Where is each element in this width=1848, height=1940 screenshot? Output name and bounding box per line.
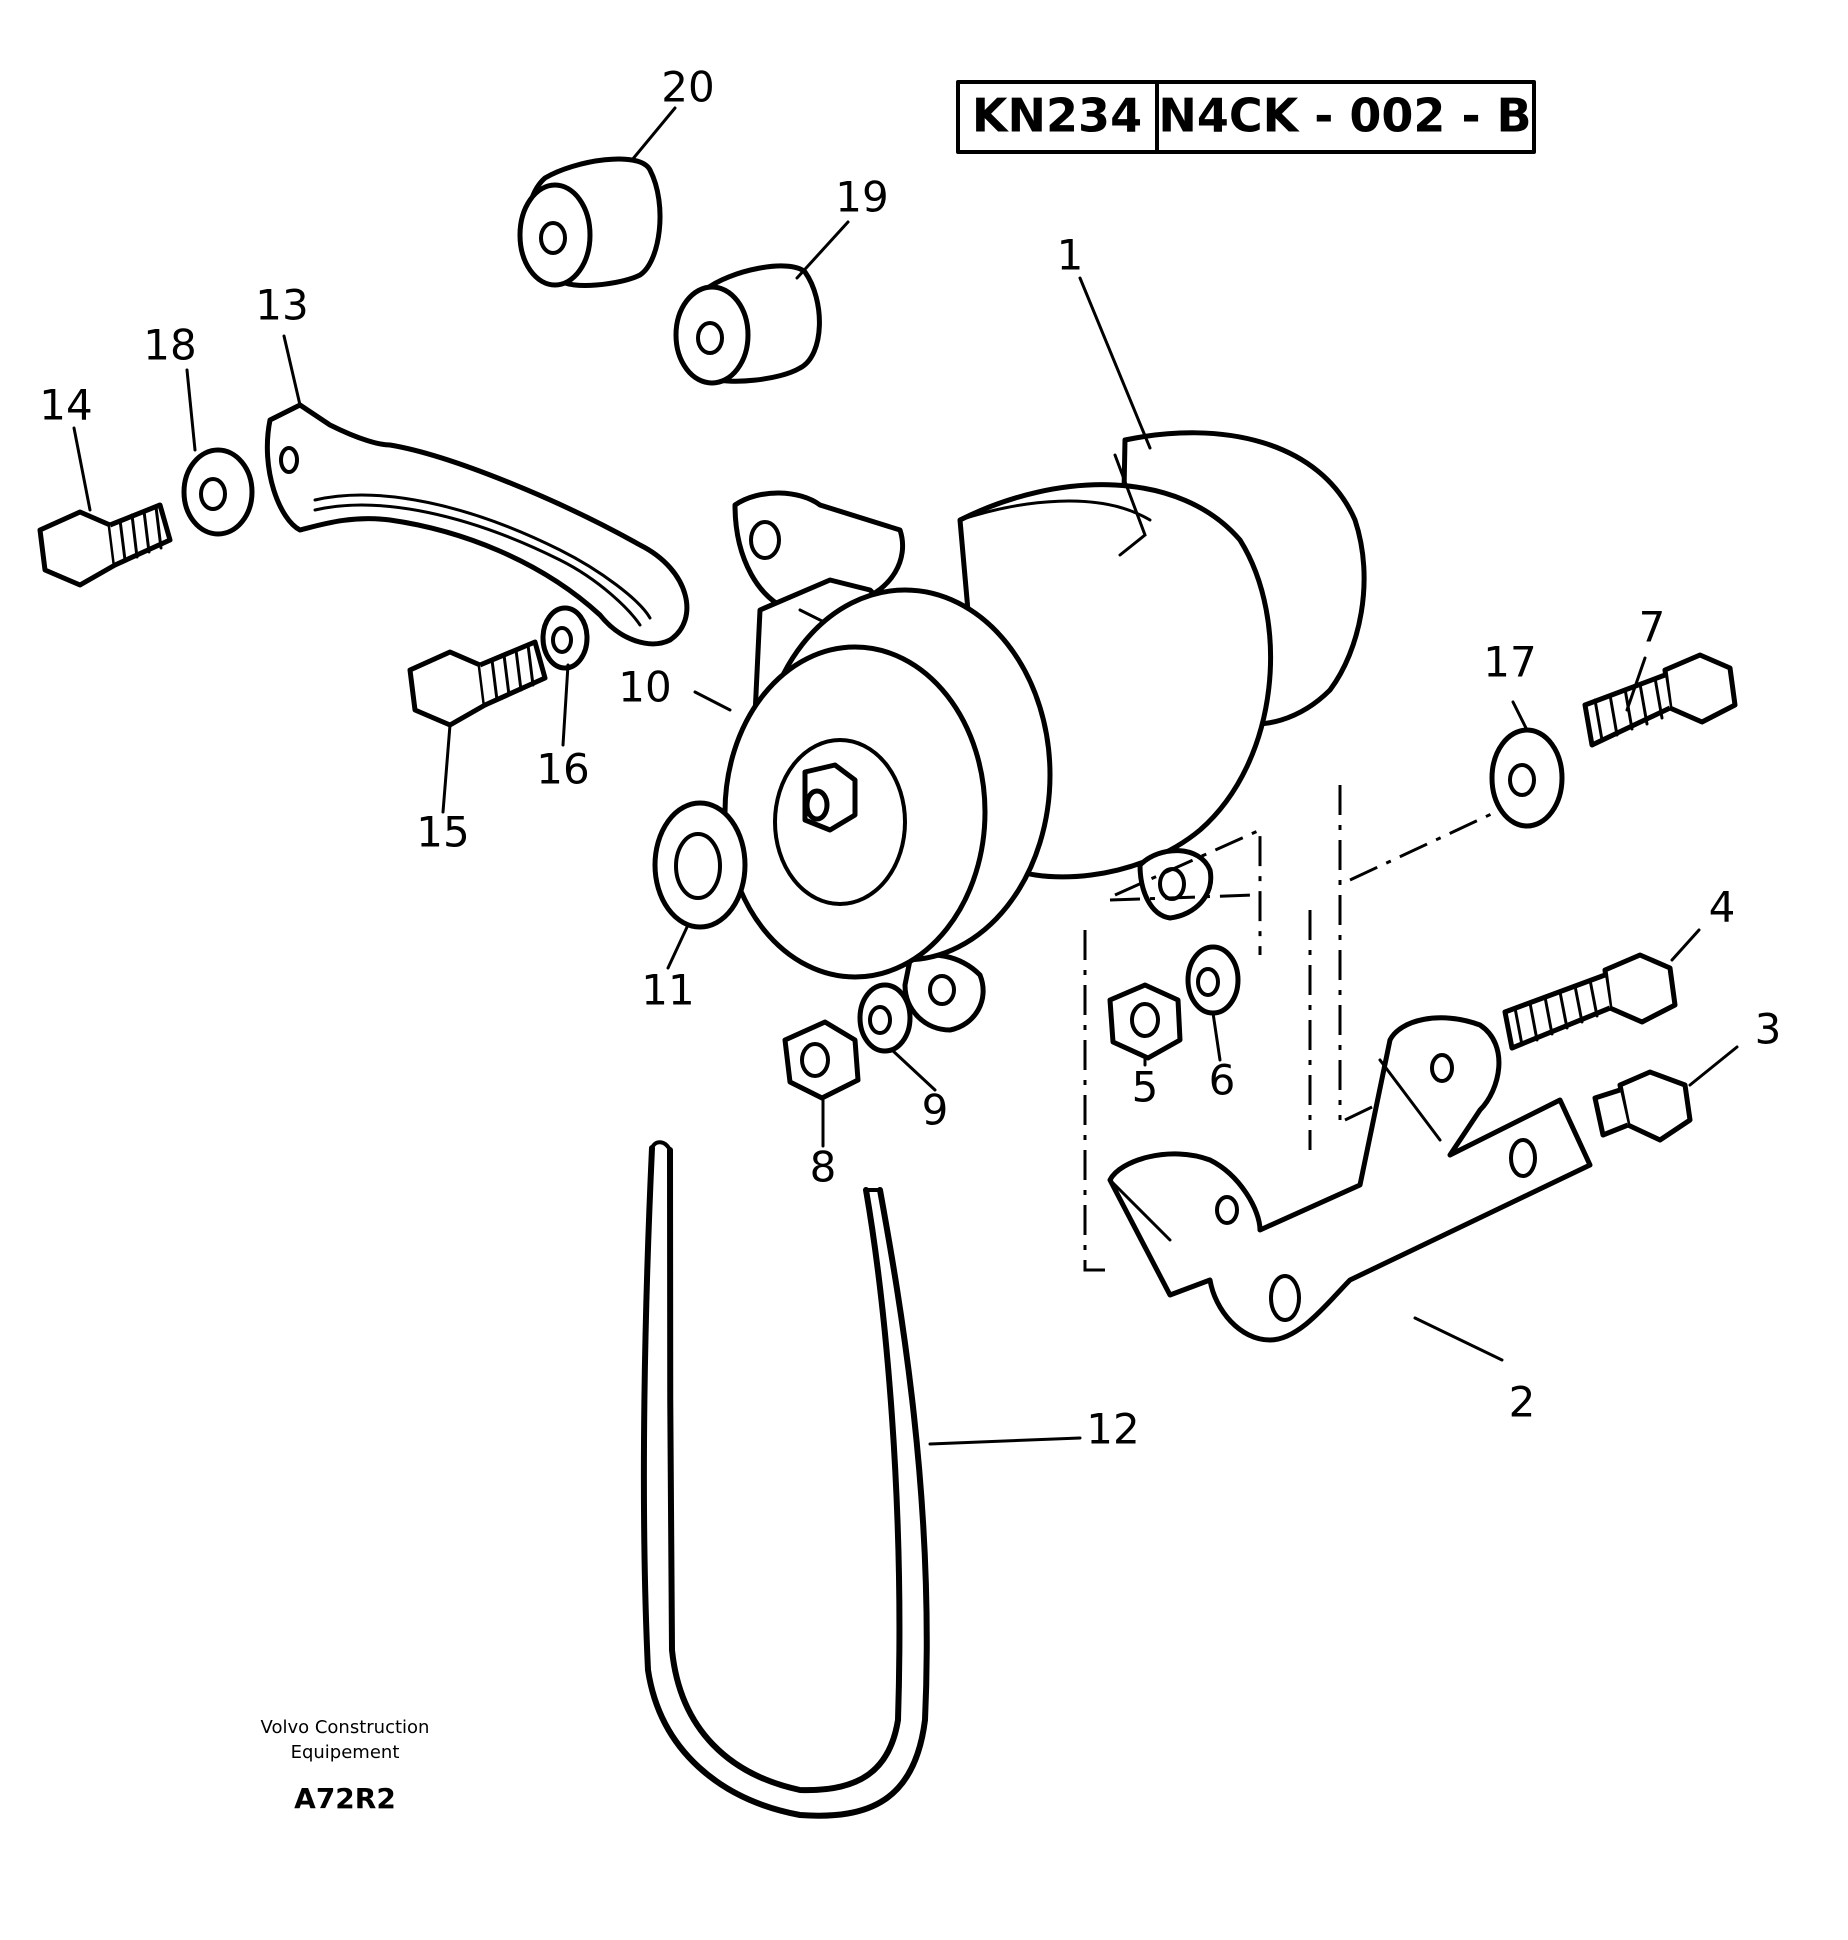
- company-name-line2: Equipement: [291, 1742, 400, 1763]
- leader-lines: [72, 106, 1739, 1446]
- footer: Volvo Construction Equipement A72R2: [261, 1717, 430, 1815]
- callout-18: 18: [143, 321, 196, 370]
- callout-10: 10: [618, 663, 671, 712]
- callout-15: 15: [416, 808, 469, 857]
- callout-11: 11: [641, 966, 694, 1015]
- callout-16: 16: [536, 745, 589, 794]
- callout-9: 9: [922, 1086, 949, 1135]
- callout-8: 8: [810, 1143, 837, 1192]
- part-16-lock-washer: [540, 605, 590, 671]
- drawing-code: A72R2: [294, 1782, 396, 1815]
- part-10-pulley: [722, 587, 1053, 980]
- callout-6: 6: [1209, 1056, 1236, 1105]
- callout-1: 1: [1057, 231, 1084, 280]
- part-3-bolt: [1592, 1069, 1693, 1143]
- part-5-nut: [1107, 982, 1183, 1061]
- part-13-tensioner-arm: [264, 402, 690, 647]
- callout-13: 13: [255, 281, 308, 330]
- reference-code-right: N4CK - 002 - B: [1158, 89, 1531, 143]
- part-20-bushing: [517, 156, 663, 288]
- callout-7: 7: [1639, 603, 1666, 652]
- callout-20: 20: [661, 63, 714, 112]
- callout-4: 4: [1709, 883, 1736, 932]
- company-name-line1: Volvo Construction: [261, 1717, 430, 1738]
- reference-code-left: KN234: [972, 89, 1142, 143]
- part-6-lock-washer: [1185, 944, 1241, 1016]
- part-11-spacer-washer: [652, 800, 748, 930]
- part-9-lock-washer: [857, 982, 913, 1054]
- callout-2: 2: [1509, 1378, 1536, 1427]
- part-15-bolt: [407, 639, 548, 728]
- part-14-bolt: [37, 502, 173, 588]
- reference-box: KN234 N4CK - 002 - B: [956, 80, 1536, 154]
- part-8-nut: [782, 1019, 861, 1101]
- part-17-washer: [1489, 727, 1565, 829]
- callout-19: 19: [835, 173, 888, 222]
- part-12-v-belt: [640, 1140, 930, 1819]
- callout-labels: 20 19 1 13 18 14 10 15 16 11 8 9 5 6 7 1…: [39, 63, 1781, 1454]
- callout-17: 17: [1483, 638, 1536, 687]
- part-19-bushing: [673, 263, 822, 386]
- part-7-bolt: [1582, 652, 1738, 748]
- part-18-washer: [181, 447, 255, 537]
- callout-3: 3: [1755, 1005, 1782, 1054]
- callout-5: 5: [1132, 1063, 1159, 1112]
- part-4-bolt: [1502, 952, 1678, 1051]
- callout-12: 12: [1086, 1405, 1139, 1454]
- part-2-bracket: [1107, 1015, 1593, 1343]
- callout-14: 14: [39, 381, 92, 430]
